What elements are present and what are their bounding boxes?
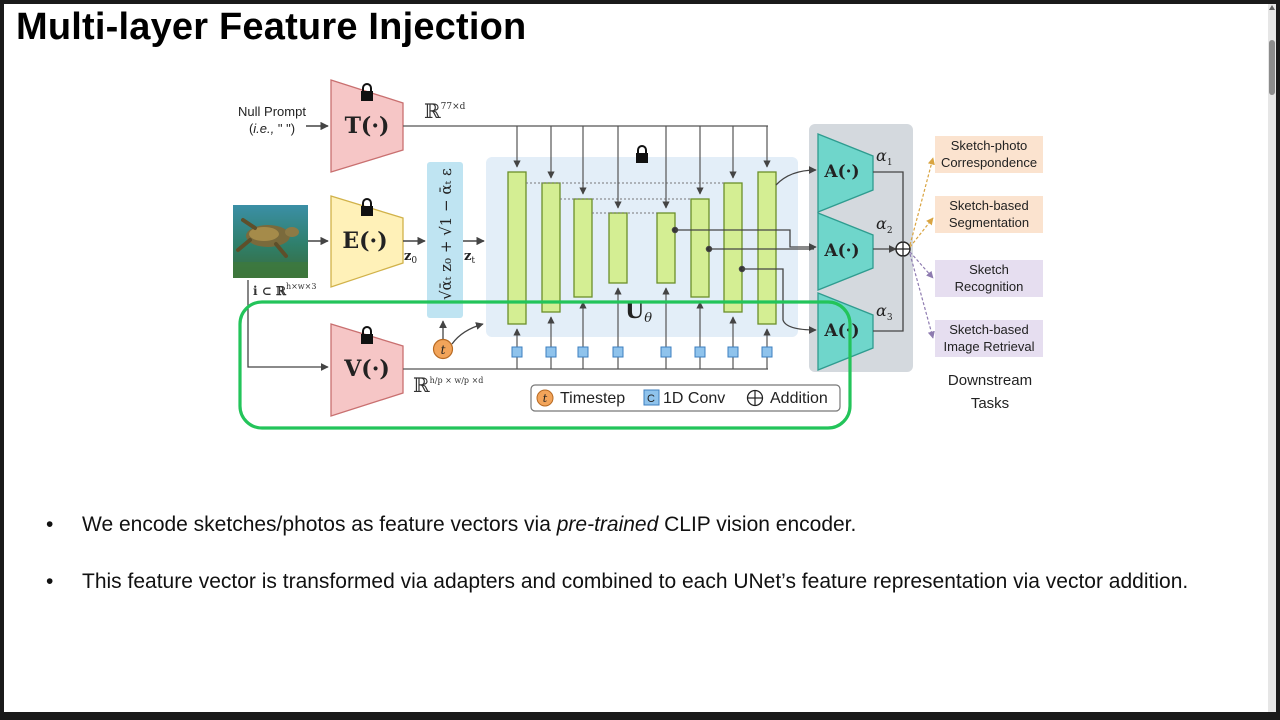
task-box [935, 196, 1043, 233]
lock-icon [361, 198, 373, 216]
alpha-3: α3 [876, 301, 893, 323]
unet-block [608, 212, 628, 284]
scrollbar[interactable] [1268, 4, 1276, 712]
task-label: Image Retrieval [943, 339, 1034, 354]
conv1d-box [511, 346, 523, 358]
legend-box [530, 384, 841, 412]
task-label: Sketch-based [949, 198, 1029, 213]
bullet-marker: • [46, 570, 54, 593]
task-label: Correspondence [941, 155, 1037, 170]
unet-block [656, 212, 676, 284]
svg-text:t: t [441, 343, 446, 357]
scrollbar-thumb[interactable] [1269, 40, 1275, 95]
bullet-item: • This feature vector is transformed via… [46, 567, 1196, 596]
unet-label: Uθ [625, 298, 652, 326]
bullet-text: This feature vector is transformed via a… [82, 570, 1189, 593]
image-encoder-label: E(·) [342, 228, 387, 254]
downstream-label: Downstream [948, 372, 1032, 389]
image-encoder-block [330, 195, 404, 288]
text-encoder-label: T(·) [345, 113, 390, 139]
adapter-block [817, 133, 874, 213]
downstream-label: Tasks [971, 395, 1009, 412]
text-dim-label: ℝ77×d [424, 99, 466, 123]
adapter-label: A(·) [823, 162, 859, 182]
task-box [935, 320, 1043, 357]
bullet-list: • We encode sketches/photos as feature v… [46, 510, 1196, 596]
input-turtle-image [233, 205, 308, 278]
conv1d-box [545, 346, 557, 358]
conv1d-box [577, 346, 589, 358]
task-label: Sketch [969, 262, 1009, 277]
highlight-box [238, 300, 852, 430]
unet-blocks [507, 171, 777, 325]
z0-label: z0 [404, 249, 417, 266]
lock-icon [361, 326, 373, 344]
svg-text:t: t [543, 392, 548, 405]
svg-text:C: C [647, 393, 655, 405]
conv1d-box [727, 346, 739, 358]
lock-icon [636, 145, 648, 163]
conv1d-box [660, 346, 672, 358]
zt-label: zt [464, 249, 475, 266]
conv1d-box [761, 346, 773, 358]
adapter-label: A(·) [823, 321, 859, 341]
legend-timestep: Timestep [560, 390, 625, 407]
adapter-label: A(·) [823, 241, 859, 261]
task-label: Sketch-photo [951, 138, 1028, 153]
task-box [935, 136, 1043, 173]
scroll-up-arrow-icon[interactable] [1269, 5, 1275, 10]
unet-block [723, 182, 743, 313]
task-label: Sketch-based [949, 322, 1029, 337]
slide [4, 4, 1268, 712]
bullet-item: • We encode sketches/photos as feature v… [46, 510, 1196, 539]
task-label: Segmentation [949, 215, 1029, 230]
bullet-text: CLIP vision encoder. [658, 513, 857, 536]
noise-formula-box [427, 162, 463, 318]
text-encoder-block [330, 79, 404, 173]
bullet-marker: • [46, 513, 54, 536]
vision-encoder-label: V(·) [343, 356, 390, 382]
alpha-1: α1 [876, 146, 893, 168]
addition-icon [895, 241, 911, 257]
lock-icon [361, 83, 373, 101]
unet-background [486, 157, 798, 337]
conv1d-box [694, 346, 706, 358]
null-prompt-label: Null Prompt [238, 104, 306, 119]
timestep-node [432, 338, 454, 360]
unet-block [573, 198, 593, 298]
task-box [935, 260, 1043, 297]
slide-title: Multi-layer Feature Injection [16, 6, 527, 48]
conv1d-box [612, 346, 624, 358]
bullet-emphasis: pre-trained [556, 513, 659, 536]
adapter-block [817, 292, 874, 371]
task-label: Recognition [955, 279, 1024, 294]
bullet-text: We encode sketches/photos as feature vec… [82, 513, 557, 536]
alpha-2: α2 [876, 214, 893, 236]
adapter-block [817, 212, 874, 291]
vision-encoder-block [330, 323, 404, 417]
input-dim-label: i ⊂ ℝh×w×3 [253, 282, 316, 298]
unet-block [507, 171, 527, 325]
legend-conv: 1D Conv [663, 390, 725, 407]
legend-addition: Addition [770, 390, 828, 407]
unet-block [757, 171, 777, 325]
unet-block [541, 182, 561, 313]
addition-icon [746, 389, 764, 407]
noise-formula: √ᾱₜ z₀ + √1 − ᾱₜ ε [437, 168, 455, 300]
conv1d-boxes [511, 346, 773, 358]
null-prompt-example: (i.e., " ") [249, 121, 295, 136]
adapters [817, 133, 874, 371]
vision-dim-label: ℝh/p × w/p ×d [413, 373, 483, 397]
